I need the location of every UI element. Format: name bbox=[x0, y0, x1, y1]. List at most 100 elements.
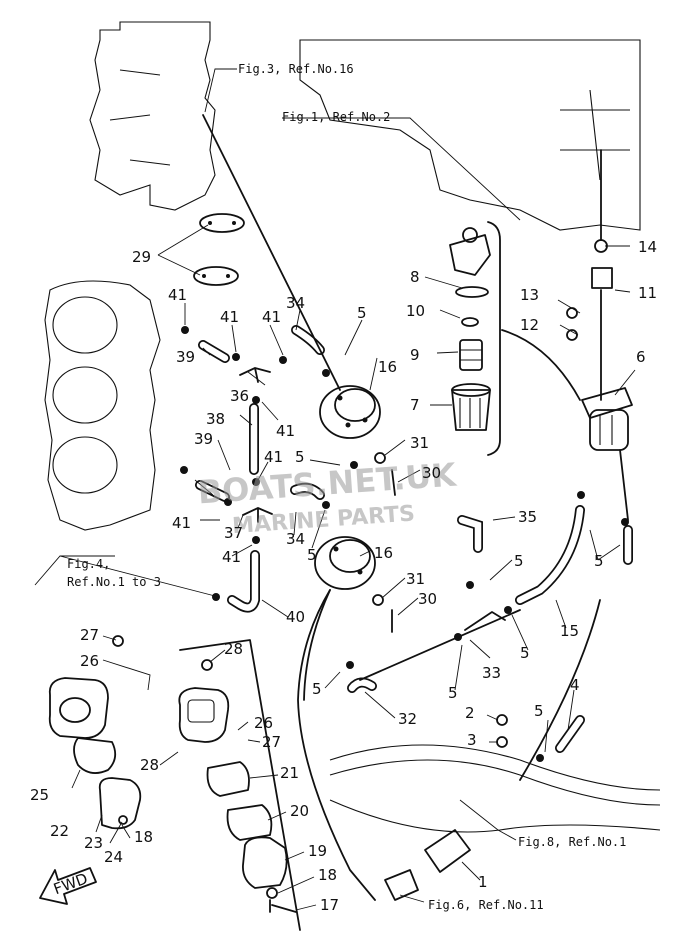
cover-22 bbox=[98, 777, 142, 830]
part-number: 21 bbox=[280, 764, 299, 782]
part-number: 3 bbox=[467, 731, 477, 749]
part-number: 36 bbox=[230, 387, 249, 405]
part-number: 20 bbox=[290, 802, 309, 820]
part-number: 41 bbox=[220, 308, 239, 326]
fuel-connector-1 bbox=[384, 829, 471, 901]
part-number: 6 bbox=[636, 348, 646, 366]
washer-31-upper bbox=[374, 452, 386, 464]
leader-lines bbox=[34, 68, 636, 911]
part-number: 24 bbox=[104, 848, 123, 866]
filter-element-9 bbox=[459, 339, 483, 371]
part-number: 38 bbox=[206, 410, 225, 428]
bracket-11 bbox=[591, 267, 613, 289]
part-number: 5 bbox=[594, 552, 604, 570]
ref-fig4-line2: Ref.No.1 to 3 bbox=[67, 575, 161, 589]
fuel-pump-16-lower bbox=[314, 536, 376, 590]
ref-fig6: Fig.6, Ref.No.11 bbox=[428, 898, 544, 912]
part-number: 31 bbox=[410, 434, 429, 452]
washer-13 bbox=[566, 307, 578, 319]
part-number: 22 bbox=[50, 822, 69, 840]
washer-18 bbox=[266, 887, 278, 899]
part-number: 2 bbox=[465, 704, 475, 722]
bolt-30-upper bbox=[391, 469, 396, 496]
part-number: 16 bbox=[378, 358, 397, 376]
part-number: 26 bbox=[254, 714, 273, 732]
part-number: 15 bbox=[560, 622, 579, 640]
part-number: 39 bbox=[176, 348, 195, 366]
part-number: 41 bbox=[172, 514, 191, 532]
part-number: 31 bbox=[406, 570, 425, 588]
part-number: 27 bbox=[80, 626, 99, 644]
part-number: 5 bbox=[312, 680, 322, 698]
part-number: 39 bbox=[194, 430, 213, 448]
part-number: 41 bbox=[168, 286, 187, 304]
diaphragm-21 bbox=[206, 761, 250, 797]
bolt-12 bbox=[566, 329, 578, 341]
part-number: 23 bbox=[84, 834, 103, 852]
part-number: 5 bbox=[520, 644, 530, 662]
fuel-lines bbox=[179, 114, 629, 931]
part-number: 5 bbox=[534, 702, 544, 720]
part-number: 18 bbox=[134, 828, 153, 846]
cylinder-block-outline-left bbox=[44, 280, 161, 531]
ref-fig4-line1: Fig.4, bbox=[67, 557, 110, 571]
part-number: 34 bbox=[286, 294, 305, 312]
diaphragm-20 bbox=[226, 804, 273, 841]
filter-head bbox=[449, 227, 491, 276]
part-number: 14 bbox=[638, 238, 657, 256]
ref-fig8: Fig.8, Ref.No.1 bbox=[518, 835, 626, 849]
part-number: 7 bbox=[410, 396, 420, 414]
part-number: 1 bbox=[478, 873, 488, 891]
part-number: 27 bbox=[262, 733, 281, 751]
joint-33 bbox=[464, 611, 506, 631]
screw-17 bbox=[269, 899, 297, 913]
part-number: 5 bbox=[514, 552, 524, 570]
part-number: 8 bbox=[410, 268, 420, 286]
part-number: 41 bbox=[262, 308, 281, 326]
pump-body-left bbox=[48, 677, 109, 739]
screw-27-left bbox=[112, 635, 124, 647]
part-number: 5 bbox=[448, 684, 458, 702]
part-number: 5 bbox=[307, 546, 317, 564]
washer-31-lower bbox=[372, 594, 384, 606]
screw-28 bbox=[201, 659, 213, 671]
part-number: 5 bbox=[357, 304, 367, 322]
part-number: 41 bbox=[276, 422, 295, 440]
cover-19 bbox=[242, 836, 288, 889]
part-number: 41 bbox=[222, 548, 241, 566]
part-number: 10 bbox=[406, 302, 425, 320]
fuel-tank-outline-bottom bbox=[329, 744, 661, 833]
fuel-hoses bbox=[195, 325, 633, 753]
part-number: 16 bbox=[374, 544, 393, 562]
part-number: 40 bbox=[286, 608, 305, 626]
part-number: 30 bbox=[418, 590, 437, 608]
part-number: 29 bbox=[132, 248, 151, 266]
part-number: 32 bbox=[398, 710, 417, 728]
part-number: 9 bbox=[410, 346, 420, 364]
part-number: 28 bbox=[140, 756, 159, 774]
washer-23 bbox=[118, 815, 128, 825]
forward-arrow: FWD bbox=[39, 867, 97, 905]
engine-block-outline-top-right bbox=[299, 39, 641, 231]
y-joint-36 bbox=[239, 367, 271, 383]
part-number: 30 bbox=[422, 464, 441, 482]
part-number: 18 bbox=[318, 866, 337, 884]
part-number: 41 bbox=[264, 448, 283, 466]
gasket-29-upper bbox=[199, 213, 245, 233]
pump-body-center bbox=[178, 687, 230, 743]
part-number: 34 bbox=[286, 530, 305, 548]
bolt-2 bbox=[496, 714, 508, 726]
fuel-filter-6 bbox=[581, 387, 633, 451]
part-numbers: 29 14 11 8 13 12 10 9 7 6 41 41 41 34 5 … bbox=[30, 238, 657, 914]
o-ring-8 bbox=[455, 286, 489, 298]
part-number: 17 bbox=[320, 896, 339, 914]
gasket-25 bbox=[73, 737, 117, 774]
washer-10 bbox=[461, 317, 479, 327]
part-number: 12 bbox=[520, 316, 539, 334]
part-number: 4 bbox=[570, 676, 580, 694]
washer-3 bbox=[496, 736, 508, 748]
ref-fig1: Fig.1, Ref.No.2 bbox=[282, 110, 390, 124]
part-number: 5 bbox=[295, 448, 305, 466]
part-number: 37 bbox=[224, 524, 243, 542]
